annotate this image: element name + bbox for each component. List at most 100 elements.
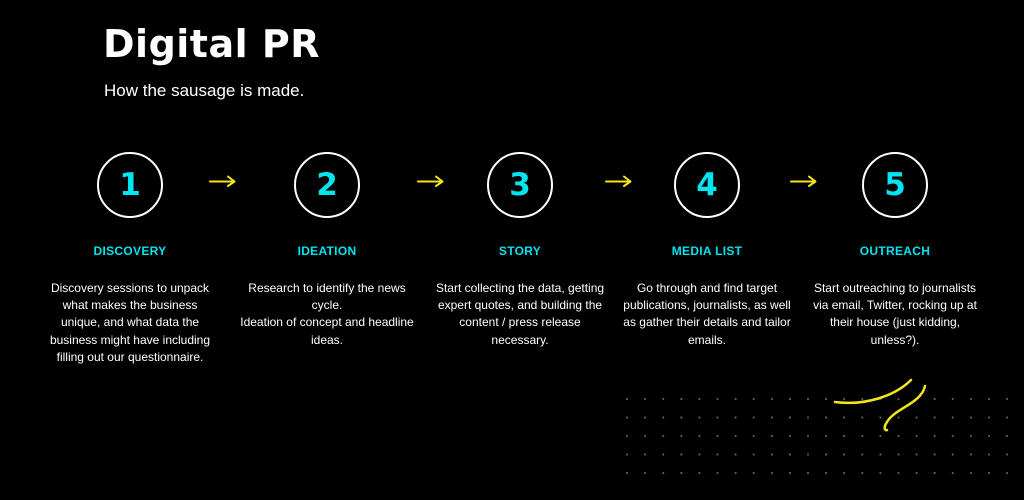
grid-dot bbox=[897, 434, 900, 438]
grid-dot bbox=[897, 397, 900, 401]
grid-dot bbox=[788, 416, 792, 419]
grid-dot bbox=[861, 471, 864, 475]
grid-dot bbox=[951, 453, 954, 456]
grid-dot bbox=[662, 416, 665, 419]
arrow-right-icon bbox=[790, 175, 817, 187]
step-circle: 4 bbox=[674, 152, 740, 218]
grid-dot bbox=[680, 434, 683, 438]
grid-dot bbox=[825, 434, 828, 438]
step-description: Start collecting the data, getting exper… bbox=[435, 281, 605, 347]
step-circle: 1 bbox=[97, 152, 163, 218]
step-outreach: 5 OUTREACH Start outreaching to journali… bbox=[795, 152, 995, 349]
grid-dot bbox=[951, 434, 954, 438]
grid-dot bbox=[770, 471, 773, 475]
step-circle: 5 bbox=[862, 152, 928, 218]
grid-dot bbox=[644, 453, 647, 456]
grid-dot bbox=[734, 434, 737, 438]
step-ideation: 2 IDEATION Research to identify the news… bbox=[227, 152, 427, 349]
step-description: Go through and find target publications,… bbox=[623, 281, 791, 347]
grid-dot bbox=[861, 434, 864, 438]
step-discovery: 1 DISCOVERY Discovery sessions to unpack… bbox=[30, 152, 230, 366]
step-number: 5 bbox=[884, 166, 906, 203]
step-description: Research to identify the news cycle. Ide… bbox=[227, 280, 427, 349]
grid-dot bbox=[915, 416, 918, 419]
grid-dot bbox=[716, 453, 719, 456]
grid-dot bbox=[987, 471, 991, 475]
grid-dot bbox=[625, 434, 629, 438]
grid-dot bbox=[698, 453, 701, 456]
grid-dot bbox=[806, 416, 810, 419]
grid-dot bbox=[770, 453, 773, 456]
grid-dot bbox=[788, 434, 792, 438]
grid-dot bbox=[698, 471, 701, 475]
grid-dot bbox=[933, 434, 936, 438]
arrow-right-icon bbox=[209, 175, 236, 187]
step-label: DISCOVERY bbox=[93, 244, 167, 258]
grid-dot bbox=[843, 416, 846, 419]
grid-dot bbox=[1006, 416, 1009, 419]
grid-dot bbox=[788, 453, 792, 456]
grid-dot bbox=[987, 416, 991, 419]
grid-dot bbox=[806, 397, 810, 401]
grid-dot bbox=[644, 397, 647, 401]
grid-dot bbox=[843, 453, 846, 456]
grid-dot bbox=[644, 471, 647, 475]
page-title: Digital PR bbox=[103, 22, 320, 66]
grid-dot bbox=[752, 416, 755, 419]
grid-dot bbox=[951, 397, 954, 401]
grid-dot bbox=[933, 416, 936, 419]
step-description: Discovery sessions to unpack what makes … bbox=[49, 281, 211, 364]
step-number: 4 bbox=[696, 166, 718, 203]
grid-dot bbox=[734, 471, 737, 475]
grid-dot bbox=[1006, 471, 1009, 475]
step-circle: 3 bbox=[487, 152, 553, 218]
grid-dot bbox=[716, 471, 719, 475]
grid-dot bbox=[806, 453, 810, 456]
step-number: 2 bbox=[316, 166, 338, 203]
grid-dot bbox=[897, 453, 900, 456]
grid-dot bbox=[752, 471, 755, 475]
grid-dot bbox=[897, 471, 900, 475]
arrow-right-icon bbox=[417, 175, 444, 187]
grid-dot bbox=[951, 416, 954, 419]
step-label: IDEATION bbox=[297, 244, 357, 258]
grid-dot bbox=[1006, 397, 1009, 401]
grid-dot bbox=[625, 397, 629, 401]
grid-dot bbox=[987, 397, 991, 401]
grid-dot bbox=[969, 434, 973, 438]
arrow-right-icon bbox=[605, 175, 632, 187]
grid-dot bbox=[716, 416, 719, 419]
grid-dot bbox=[843, 471, 846, 475]
grid-dot bbox=[680, 397, 683, 401]
step-description-line: Ideation of concept and headline ideas. bbox=[240, 315, 414, 347]
grid-dot bbox=[770, 397, 773, 401]
step-description: Start outreaching to journalists via ema… bbox=[813, 281, 977, 347]
grid-dot bbox=[915, 471, 918, 475]
grid-dot bbox=[825, 453, 828, 456]
step-circle: 2 bbox=[294, 152, 360, 218]
step-number: 3 bbox=[509, 166, 531, 203]
step-story: 3 STORY Start collecting the data, getti… bbox=[420, 152, 620, 349]
grid-dot bbox=[644, 416, 647, 419]
grid-dot bbox=[734, 397, 737, 401]
grid-dot bbox=[987, 453, 991, 456]
squiggle-decoration bbox=[833, 378, 927, 432]
grid-dot bbox=[770, 434, 773, 438]
grid-dot bbox=[662, 397, 665, 401]
grid-dot bbox=[806, 434, 810, 438]
grid-dot bbox=[879, 471, 882, 475]
grid-dot bbox=[969, 416, 973, 419]
page-subtitle: How the sausage is made. bbox=[104, 81, 305, 100]
grid-dot bbox=[752, 453, 755, 456]
grid-dot bbox=[806, 471, 810, 475]
grid-dot bbox=[716, 434, 719, 438]
grid-dot bbox=[843, 434, 846, 438]
grid-dot bbox=[915, 434, 918, 438]
step-label: MEDIA LIST bbox=[671, 244, 743, 258]
grid-dot bbox=[861, 453, 864, 456]
grid-dot bbox=[698, 434, 701, 438]
grid-dot bbox=[987, 434, 991, 438]
grid-dot bbox=[825, 471, 828, 475]
grid-dot bbox=[716, 397, 719, 401]
